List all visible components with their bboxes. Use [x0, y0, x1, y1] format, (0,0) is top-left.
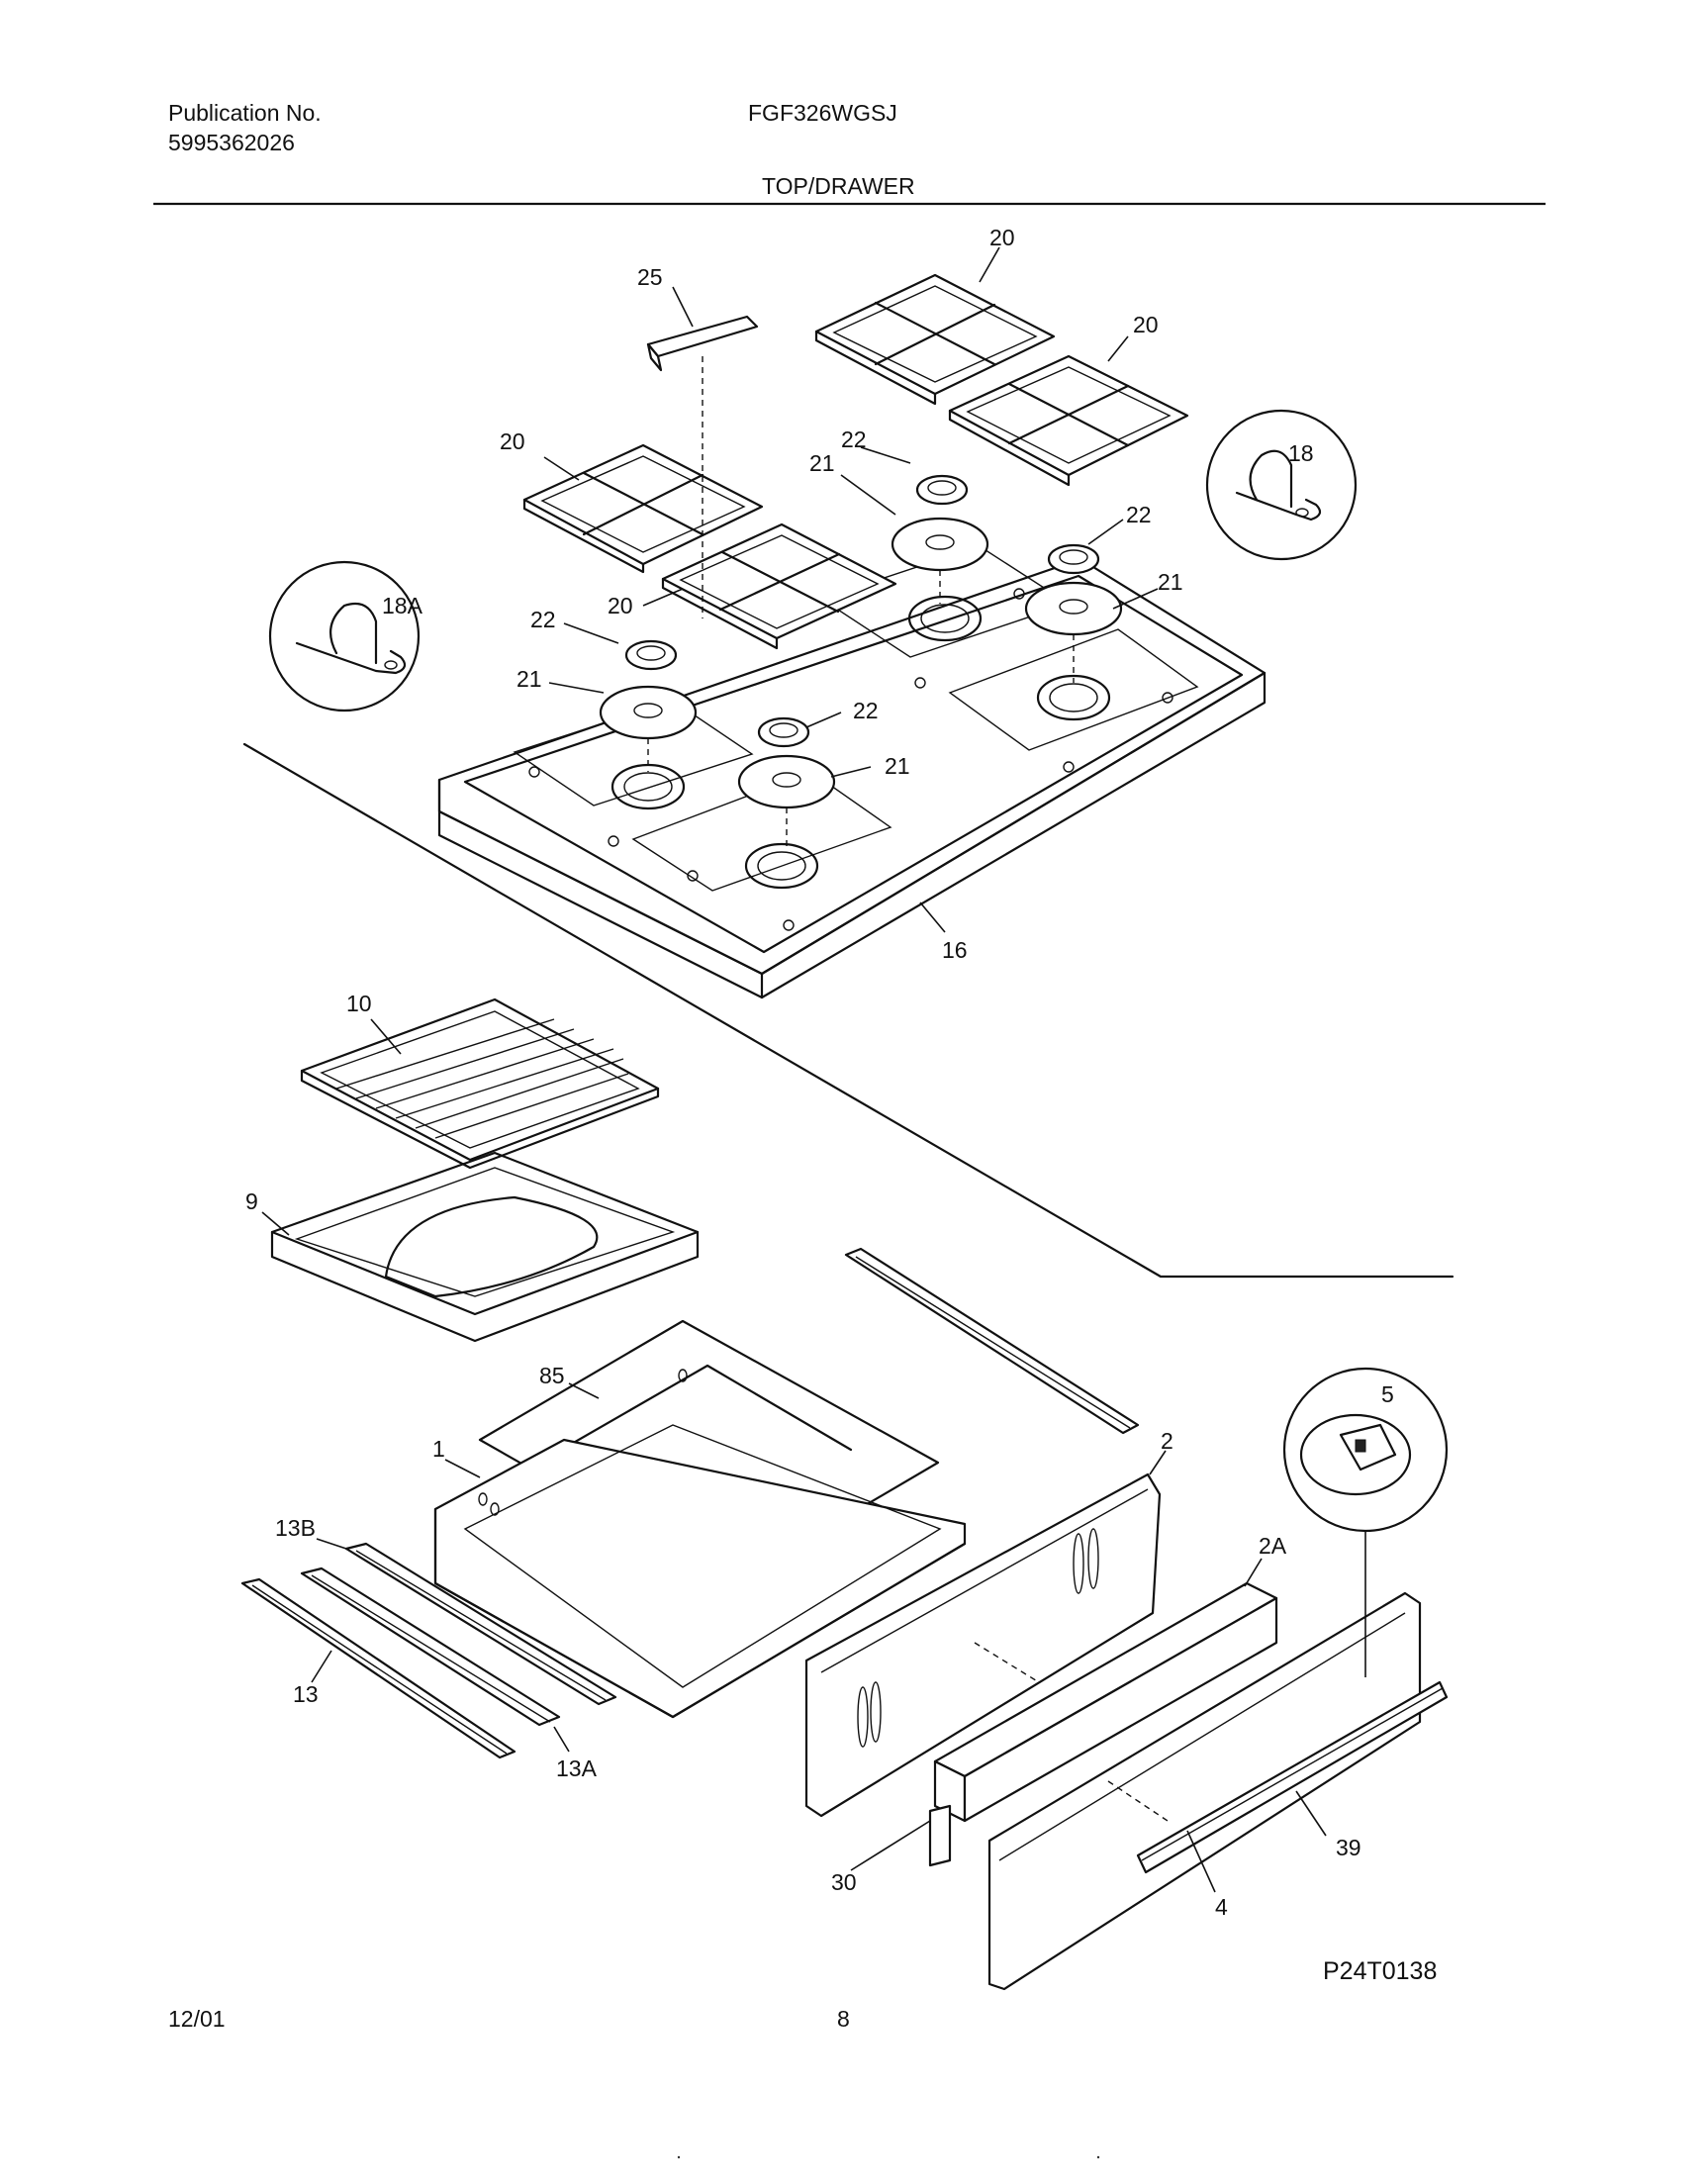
callout-16: 16 [942, 937, 968, 963]
callout-22: 22 [841, 427, 867, 452]
small-cap-22a [624, 639, 678, 671]
section-separator-line [242, 742, 1454, 1279]
callout-21: 21 [809, 450, 835, 476]
callout-9: 9 [245, 1188, 258, 1214]
callout-22: 22 [853, 698, 879, 723]
callout-13b: 13B [275, 1515, 316, 1541]
kick-panel-2a [933, 1581, 1278, 1823]
detail-circle-18 [1205, 409, 1358, 561]
burner-cap-21b [737, 754, 836, 851]
footer-page-number: 8 [837, 2006, 850, 2032]
footer-date: 12/01 [168, 2006, 226, 2032]
detail-circle-5 [1282, 1367, 1449, 1677]
callout-18a: 18A [382, 593, 423, 618]
publication-number: 5995362026 [168, 130, 295, 155]
grate-20-back-left [814, 273, 1056, 406]
callout-5: 5 [1381, 1381, 1394, 1407]
callout-21: 21 [516, 666, 542, 692]
grate-20-center [661, 522, 897, 650]
small-cap-22c [915, 474, 969, 506]
callout-1: 1 [432, 1436, 445, 1462]
callout-20: 20 [989, 225, 1015, 250]
part-25-trim [646, 315, 759, 618]
slide-rail-13b [344, 1542, 617, 1706]
callout-22: 22 [530, 607, 556, 632]
burner-cap-21a [599, 685, 698, 772]
drawer-1 [433, 1369, 967, 1719]
slide-rail-13a [300, 1567, 561, 1727]
callout-25: 25 [637, 264, 663, 290]
callout-21: 21 [1158, 569, 1183, 595]
burner-cap-21d [1024, 581, 1123, 683]
drawer-panel-2 [804, 1472, 1162, 1818]
callout-20: 20 [608, 593, 633, 618]
publication-label: Publication No. [168, 100, 322, 126]
callout-21: 21 [885, 753, 910, 779]
scan-mark [1096, 2155, 1100, 2159]
callout-85: 85 [539, 1363, 565, 1388]
slide-rail-13 [240, 1577, 516, 1759]
callout-20: 20 [1133, 312, 1159, 337]
callout-18: 18 [1288, 440, 1314, 466]
callout-10: 10 [346, 991, 372, 1016]
callout-labels: 20 20 20 20 25 22 21 22 21 22 21 22 21 1… [245, 225, 1394, 1920]
broiler-pan-9 [270, 1151, 700, 1343]
callout-2: 2 [1161, 1428, 1173, 1454]
scan-mark [677, 2155, 681, 2159]
small-cap-22b [757, 716, 810, 748]
callout-4: 4 [1215, 1894, 1228, 1920]
section-title: TOP/DRAWER [762, 173, 915, 199]
callout-20: 20 [500, 428, 525, 454]
broiler-grid-10 [300, 997, 660, 1170]
drawer-front-4 [987, 1591, 1422, 1991]
small-cap-22d [1047, 543, 1100, 575]
grate-20-back-right [948, 354, 1189, 487]
leader-lines [261, 246, 1327, 1893]
callout-22: 22 [1126, 502, 1152, 527]
burner-cap-21c [891, 517, 989, 604]
callout-13: 13 [293, 1681, 319, 1707]
callout-30: 30 [831, 1869, 857, 1895]
rear-rail [844, 1247, 1140, 1435]
callout-2a: 2A [1259, 1533, 1287, 1559]
detail-circle-18a [268, 560, 421, 712]
callout-13a: 13A [556, 1756, 598, 1781]
drawer-handle-39 [1136, 1680, 1449, 1874]
drawer-part-30 [928, 1804, 952, 1867]
model-number: FGF326WGSJ [748, 100, 897, 126]
callout-39: 39 [1336, 1835, 1361, 1860]
diagram-code: P24T0138 [1323, 1957, 1438, 1985]
